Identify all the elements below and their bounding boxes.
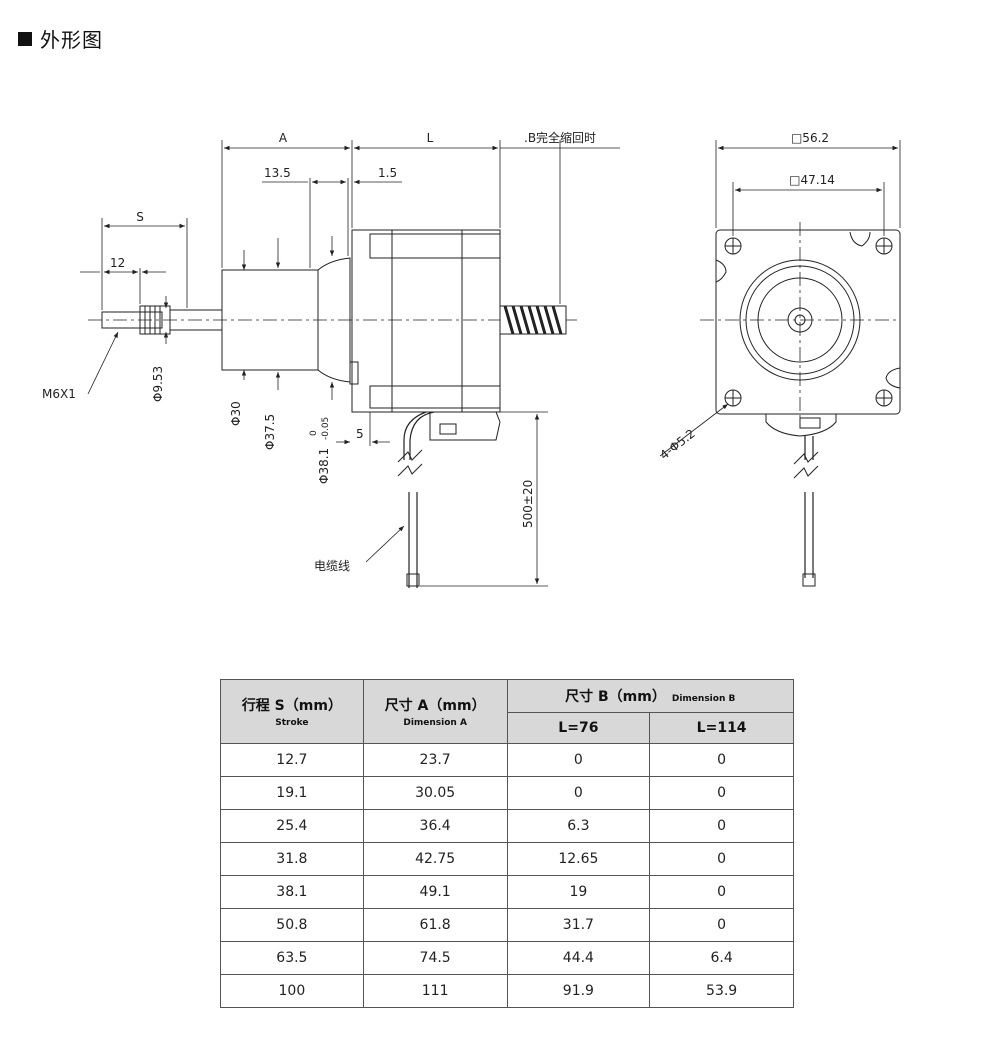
table-cell: 42.75	[362, 842, 508, 876]
table-cell: 30.05	[362, 776, 508, 810]
holes-label: 4-Φ5.2	[657, 426, 698, 462]
table-cell: 23.7	[362, 743, 508, 777]
header-l-76: L=76	[506, 712, 651, 744]
dim-b-note: .B完全缩回时	[524, 130, 596, 145]
screw-shaft	[101, 311, 163, 329]
rear-screw	[499, 305, 567, 335]
square-47-label: □47.14	[789, 173, 835, 187]
dim-s-label: S	[136, 210, 144, 224]
boss-outer	[739, 259, 861, 381]
side-view	[88, 229, 580, 588]
header-text: Stroke	[275, 718, 309, 728]
table-cell: 19.1	[220, 776, 364, 810]
tol-upper-label: 0	[309, 430, 319, 436]
mounting-holes	[724, 237, 893, 407]
dim-13-5-label: 13.5	[264, 166, 291, 180]
dimension-drawing: A L .B完全缩回时 13.5 1.5 S 12 M6X1 Φ9.53 Φ30…	[42, 130, 901, 588]
square-bullet-icon	[18, 32, 32, 46]
table-cell: 74.5	[362, 941, 508, 975]
flange-outline	[715, 229, 901, 415]
front-view-labels: □56.2 □47.14 4-Φ5.2	[657, 131, 835, 462]
dim-5-label: 5	[356, 427, 364, 441]
dia-38-1-label: Φ38.1	[317, 448, 331, 484]
table-cell: 0	[649, 743, 794, 777]
table-cell: 0	[649, 908, 794, 942]
dia-37-5-label: Φ37.5	[263, 414, 277, 450]
table-cell: 6.3	[506, 809, 651, 843]
header-dimension-b: 尺寸 B（mm） Dimension B	[506, 679, 795, 713]
dim-l-label: L	[427, 131, 434, 145]
table-cell: 49.1	[362, 875, 508, 909]
table-cell: 0	[506, 776, 651, 810]
header-l-114: L=114	[649, 712, 794, 744]
table-cell: 0	[649, 776, 794, 810]
table-cell: 0	[649, 809, 794, 843]
table-cell: 38.1	[220, 875, 364, 909]
pinion-icon	[787, 307, 813, 333]
header-text: 行程 S（mm）	[241, 698, 342, 714]
table-cell: 36.4	[362, 809, 508, 843]
front-view	[700, 222, 901, 587]
table-cell: 0	[649, 842, 794, 876]
section-heading-text: 外形图	[40, 28, 103, 52]
table-cell: 6.4	[649, 941, 794, 975]
cable-label: 电缆线	[314, 559, 350, 573]
header-text: 尺寸 A（mm）	[384, 698, 486, 714]
header-text: 尺寸 B（mm）	[565, 689, 666, 705]
dim-500-label: 500±20	[521, 480, 535, 528]
header-dimension-a: 尺寸 A（mm） Dimension A	[362, 679, 508, 744]
header-stroke: 行程 S（mm） Stroke	[220, 679, 364, 744]
table-cell: 12.65	[506, 842, 651, 876]
section-heading: 外形图	[18, 24, 103, 53]
table-cell: 44.4	[506, 941, 651, 975]
dim-1-5-label: 1.5	[378, 166, 397, 180]
dim-12-label: 12	[110, 256, 125, 270]
dim-a-label: A	[279, 131, 288, 145]
thread-label: M6X1	[42, 387, 76, 401]
square-56-label: □56.2	[791, 131, 829, 145]
header-text: Dimension B	[671, 694, 736, 704]
side-view-dimensions	[80, 140, 620, 587]
table-cell: 91.9	[506, 974, 651, 1008]
dia-9-53-label: Φ9.53	[151, 366, 165, 402]
dia-30-label: Φ30	[229, 401, 243, 426]
front-view-dimensions	[659, 140, 901, 457]
table-cell: 61.8	[362, 908, 508, 942]
table-cell: 53.9	[649, 974, 794, 1008]
table-cell: 0	[649, 875, 794, 909]
header-text: Dimension A	[403, 718, 467, 728]
side-view-labels: A L .B完全缩回时 13.5 1.5 S 12 M6X1 Φ9.53 Φ30…	[42, 130, 596, 573]
tol-lower-label: -0.05	[321, 417, 331, 440]
table-cell: 19	[506, 875, 651, 909]
table-cell: 63.5	[220, 941, 364, 975]
table-cell: 25.4	[220, 809, 364, 843]
table-cell: 12.7	[220, 743, 364, 777]
table-cell: 31.7	[506, 908, 651, 942]
table-cell: 100	[220, 974, 364, 1008]
dimension-table: 行程 S（mm） Stroke 尺寸 A（mm） Dimension A 尺寸 B（…	[220, 679, 795, 1008]
table-cell: 50.8	[220, 908, 364, 942]
table-cell: 31.8	[220, 842, 364, 876]
motor-body	[351, 229, 501, 413]
table-cell: 0	[506, 743, 651, 777]
table-cell: 111	[362, 974, 508, 1008]
